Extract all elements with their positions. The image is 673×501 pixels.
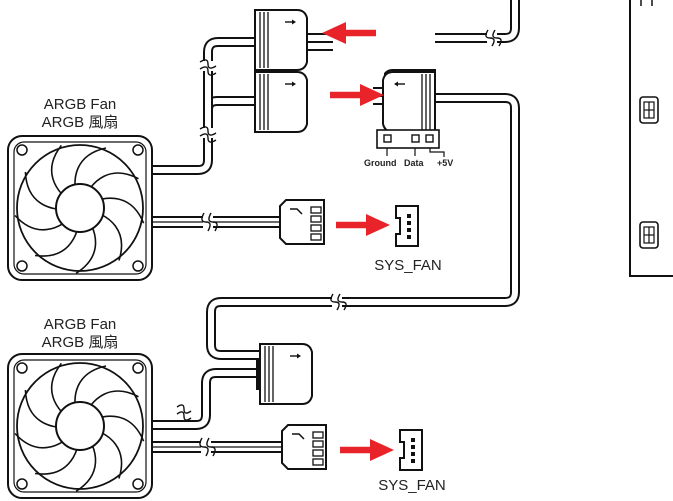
argb-connector-top-right [379,68,436,132]
pin-label-5v: +5V [437,158,454,168]
fan-plug-2 [281,424,327,470]
argb-connector-icon [254,9,308,71]
pin-label-data: Data [404,158,424,168]
sys-fan-header-1 [395,205,419,247]
argb-fan-1 [7,135,153,281]
fan-plug-icon [279,199,325,245]
fan-header-icon [395,205,419,247]
sys-fan-header-2 [399,429,423,471]
motherboard-port-icon [639,96,659,124]
red-arrow-icon [336,214,390,236]
argb-fan-2 [7,353,153,499]
fan-icon [7,135,153,281]
argb-connector-middle-left [254,71,308,133]
cable-break-icon [176,29,502,457]
fan-header-icon [399,429,423,471]
fan-plug-icon [281,424,327,470]
sys-fan-label-2: SYS_FAN [378,477,446,494]
fan2-label-en: ARGB Fan [43,316,117,333]
argb-connector-middle-right [373,71,436,133]
motherboard-outline [629,0,673,277]
argb-connector-icon [382,71,436,133]
red-arrow-icon [340,439,394,461]
argb-connector-icon [259,343,313,405]
red-arrow-icon [322,22,376,44]
fan1-label-zh: ARGB 風扇 [41,114,119,131]
argb-connector-icon [254,71,308,133]
motherboard-port-icon [639,221,659,249]
argb-connector-fan2 [256,343,313,405]
fan1-label-en: ARGB Fan [43,96,117,113]
sys-fan-label-1: SYS_FAN [374,257,442,274]
argb-pin-header [376,129,445,157]
fan2-label-zh: ARGB 風扇 [41,334,119,351]
fan-icon [7,353,153,499]
argb-connector-top-left [254,9,333,71]
fan-plug-1 [279,199,325,245]
pin-label-ground: Ground [364,158,397,168]
